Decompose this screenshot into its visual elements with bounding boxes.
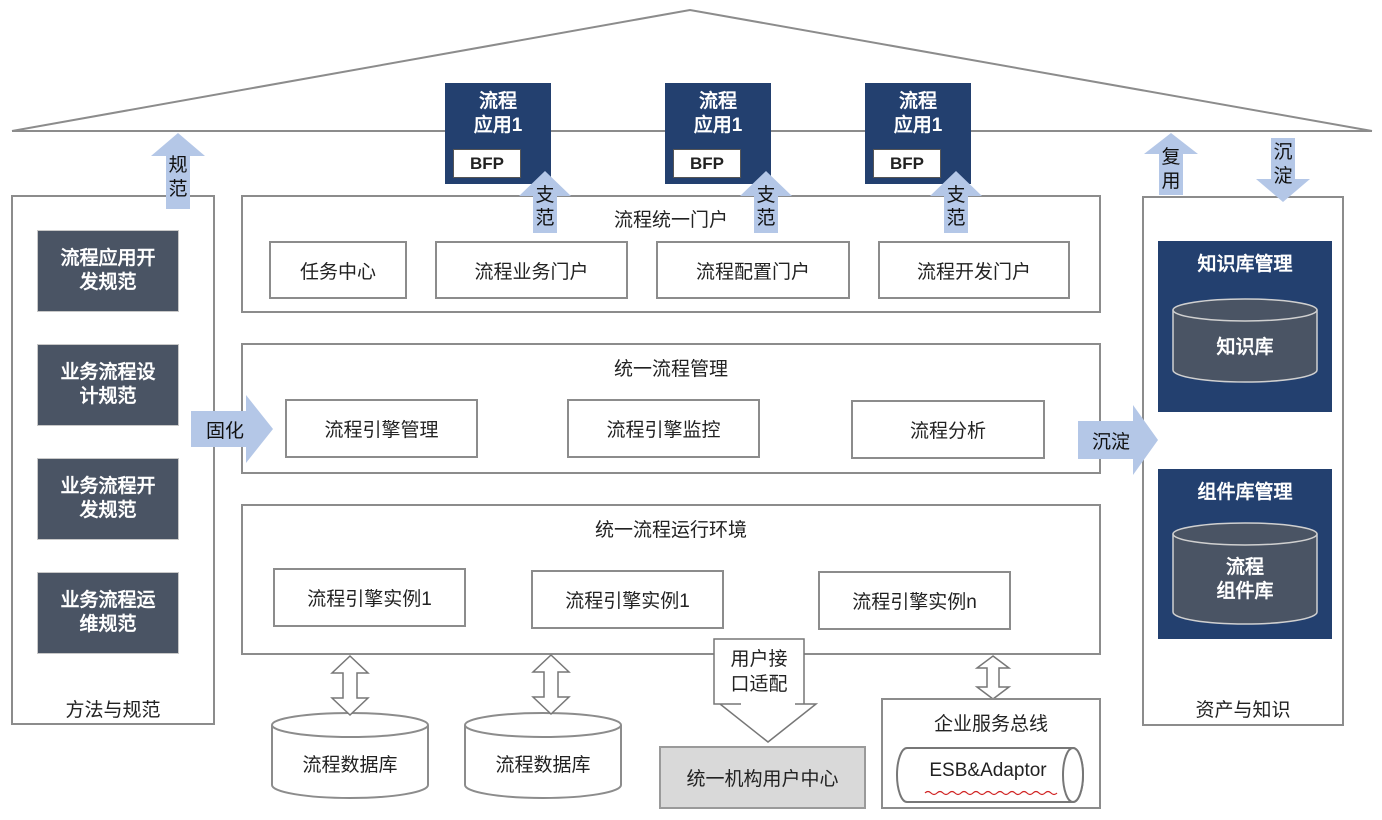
support-arrow-2-label: 支 范 — [756, 185, 776, 229]
component-library-title: 组件库管理 — [1197, 482, 1293, 503]
portal-business[interactable]: 流程业务门户 — [435, 241, 628, 299]
assets-knowledge-title: 资产与知识 — [1195, 700, 1291, 721]
esb-title: 企业服务总线 — [933, 714, 1048, 735]
process-db-2-icon — [464, 712, 622, 799]
solidify-arrow — [191, 395, 273, 463]
standard-item-1[interactable]: 流程应用开 发规范 — [37, 230, 179, 312]
engine-management[interactable]: 流程引擎管理 — [285, 399, 478, 458]
user-adapter-arrow — [713, 638, 819, 743]
unified-portal-title: 流程统一门户 — [613, 210, 728, 231]
process-analysis[interactable]: 流程分析 — [851, 400, 1045, 459]
double-arrow-db1 — [330, 654, 370, 717]
standard-item-4[interactable]: 业务流程运 维规范 — [37, 572, 179, 654]
bfp-badge: BFP — [873, 149, 941, 178]
bfp-badge: BFP — [673, 149, 741, 178]
process-db-1-label: 流程数据库 — [302, 754, 398, 776]
support-arrow-3 — [930, 171, 982, 233]
process-app-title: 流程 应用1 — [473, 91, 523, 136]
standard-item-3[interactable]: 业务流程开 发规范 — [37, 458, 179, 540]
knowledge-db-label: 知识库 — [1216, 336, 1274, 358]
engine-instance-n[interactable]: 流程引擎实例n — [818, 571, 1011, 630]
unified-runtime-title: 统一流程运行环境 — [594, 520, 747, 541]
bfp-badge: BFP — [453, 149, 521, 178]
reuse-up-arrow — [1144, 133, 1198, 195]
engine-instance-1[interactable]: 流程引擎实例1 — [273, 568, 466, 627]
double-arrow-esb — [974, 655, 1012, 700]
double-arrow-db2 — [531, 653, 571, 716]
support-arrow-1-label: 支 范 — [535, 185, 555, 229]
support-arrow-3-label: 支 范 — [946, 185, 966, 229]
esb-pipe-icon — [896, 747, 1084, 803]
process-app-2[interactable]: 流程 应用1 BFP — [665, 83, 771, 184]
engine-instance-2[interactable]: 流程引擎实例1 — [531, 570, 724, 629]
process-db-1-icon — [271, 712, 429, 799]
esb-adaptor-label: ESB&Adaptor — [929, 760, 1047, 781]
standards-up-arrow-label: 规 范 — [168, 155, 188, 200]
process-app-1[interactable]: 流程 应用1 BFP — [445, 83, 551, 184]
standard-item-2[interactable]: 业务流程设 计规范 — [37, 344, 179, 426]
unified-user-center[interactable]: 统一机构用户中心 — [659, 746, 866, 809]
solidify-arrow-label: 固化 — [205, 420, 244, 442]
process-db-2-label: 流程数据库 — [495, 754, 591, 776]
standards-up-arrow — [151, 133, 205, 209]
portal-dev[interactable]: 流程开发门户 — [878, 241, 1070, 299]
deposit-down-arrow — [1256, 138, 1310, 202]
process-app-3[interactable]: 流程 应用1 BFP — [865, 83, 971, 184]
engine-monitoring[interactable]: 流程引擎监控 — [567, 399, 760, 458]
methods-standards-title: 方法与规范 — [65, 700, 161, 721]
deposit-side-arrow — [1078, 405, 1158, 475]
unified-management-title: 统一流程管理 — [613, 359, 728, 380]
deposit-side-arrow-label: 沉淀 — [1091, 431, 1130, 453]
knowledge-base-title: 知识库管理 — [1197, 254, 1293, 275]
component-db-label: 流程 组件库 — [1216, 557, 1274, 602]
user-adapter-label: 用户接 口适配 — [730, 649, 788, 695]
support-arrow-1 — [519, 171, 571, 233]
knowledge-db-icon — [1172, 298, 1318, 383]
portal-config[interactable]: 流程配置门户 — [656, 241, 850, 299]
reuse-up-arrow-label: 复 用 — [1161, 147, 1181, 192]
support-arrow-2 — [740, 171, 792, 233]
portal-task-center[interactable]: 任务中心 — [269, 241, 407, 299]
deposit-down-arrow-label: 沉 淀 — [1273, 142, 1293, 187]
process-app-title: 流程 应用1 — [893, 91, 943, 136]
component-db-icon — [1172, 522, 1318, 625]
process-app-title: 流程 应用1 — [693, 91, 743, 136]
